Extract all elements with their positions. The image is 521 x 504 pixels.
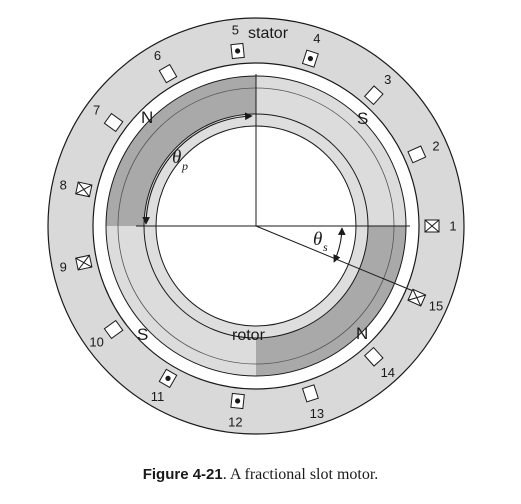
current-cross-icon — [407, 289, 426, 307]
figure-caption: Figure 4-21. A fractional slot motor. — [0, 466, 521, 484]
slot-number-14: 14 — [381, 365, 395, 380]
caption-text: . A fractional slot motor. — [222, 466, 379, 483]
slot-number-2: 2 — [432, 138, 439, 153]
slot-10 — [103, 319, 124, 340]
slot-1 — [424, 219, 440, 233]
current-dot-icon — [235, 398, 241, 404]
slot-6 — [158, 63, 178, 84]
slot-number-7: 7 — [93, 103, 100, 118]
slot-11 — [158, 368, 178, 389]
slot-13 — [301, 384, 319, 403]
current-dot-icon — [165, 375, 171, 381]
pole-label-upper-left: N — [141, 108, 153, 127]
slot-number-12: 12 — [228, 414, 242, 429]
pole-label-lower-left: S — [137, 325, 148, 344]
slot-number-5: 5 — [232, 23, 239, 38]
theta-s-arc — [333, 227, 346, 263]
caption-label: Figure 4-21 — [142, 466, 223, 483]
current-cross-icon — [424, 219, 440, 233]
slot-4 — [301, 49, 319, 68]
slot-number-10: 10 — [89, 334, 103, 349]
slot-number-1: 1 — [449, 219, 456, 234]
slot-2 — [407, 145, 427, 164]
magnet-lower-left — [106, 226, 256, 376]
magnet-upper-right — [256, 76, 406, 226]
slot-15 — [407, 288, 427, 307]
slot-3 — [363, 85, 384, 106]
stator-label: stator — [248, 25, 289, 42]
theta-p-label: θ p — [172, 147, 188, 173]
svg-text:s: s — [323, 240, 328, 254]
slot-number-8: 8 — [60, 178, 67, 193]
current-dot-icon — [307, 55, 313, 62]
slot-7 — [103, 112, 124, 133]
slot-number-11: 11 — [151, 389, 165, 404]
slot-8 — [75, 181, 93, 198]
slot-number-9: 9 — [60, 260, 67, 275]
slot-9 — [75, 254, 93, 271]
current-cross-icon — [75, 254, 93, 271]
theta-p-arc — [142, 112, 253, 225]
slot-number-4: 4 — [313, 31, 320, 46]
svg-text:p: p — [181, 159, 188, 173]
slot-5 — [230, 42, 245, 60]
current-dot-icon — [235, 48, 241, 54]
pole-label-upper-right: S — [357, 109, 368, 128]
slot-14 — [363, 346, 384, 367]
svg-text:θ: θ — [313, 229, 322, 250]
slot-number-3: 3 — [384, 72, 391, 87]
slot-number-6: 6 — [154, 48, 161, 63]
slot-number-13: 13 — [310, 406, 324, 421]
pole-label-lower-right: N — [356, 324, 368, 343]
stator-slots — [75, 42, 440, 410]
magnet-lower-right — [256, 226, 406, 376]
current-cross-icon — [75, 181, 93, 198]
slot-number-15: 15 — [429, 299, 443, 314]
svg-text:θ: θ — [172, 147, 181, 168]
rotor-label: rotor — [232, 327, 266, 344]
theta-s-label: θ s — [313, 229, 328, 254]
slot-12 — [230, 392, 245, 410]
